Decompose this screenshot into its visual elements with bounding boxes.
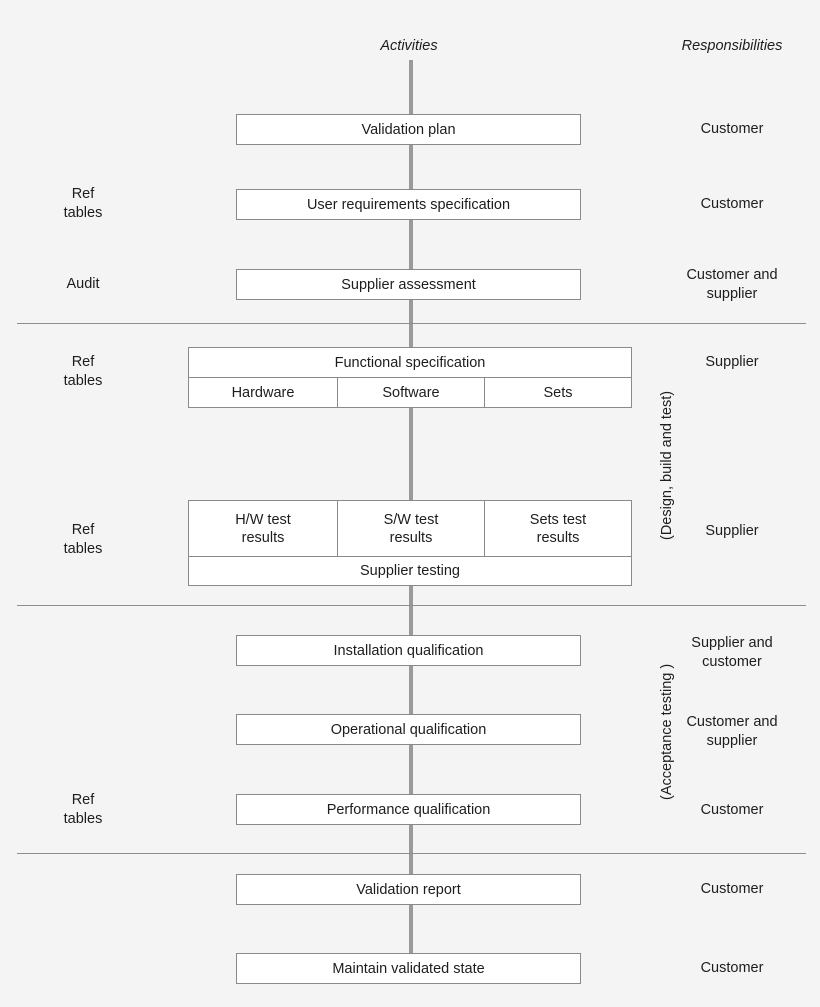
- section-divider: [17, 605, 806, 606]
- flow-spine-segment: [409, 405, 413, 500]
- flow-spine-segment: [409, 903, 413, 953]
- responsibility-functional-specification: Supplier: [705, 354, 759, 370]
- responsibility-maintain-validated-state: Customer: [700, 960, 764, 976]
- supplier-testing-title-row: Supplier testing: [189, 556, 631, 585]
- activity-box-validation-plan[interactable]: Validation plan: [236, 114, 581, 145]
- activity-box-supplier-assessment[interactable]: Supplier assessment: [236, 269, 581, 300]
- responsibility-validation-report: Customer: [700, 881, 764, 897]
- flow-spine-segment: [409, 584, 413, 635]
- section-divider: [17, 323, 806, 324]
- responsibilities-column-heading: Responsibilities: [681, 38, 783, 54]
- subcell-hardware[interactable]: Hardware: [189, 378, 337, 407]
- left-note-supplier-assessment: Audit: [66, 276, 100, 292]
- responsibility-performance-qualification: Customer: [700, 802, 764, 818]
- responsibility-validation-plan: Customer: [700, 121, 764, 137]
- phase-label-design-build-test: (Design, build and test): [659, 390, 675, 540]
- responsibility-supplier-testing: Supplier: [705, 523, 759, 539]
- activity-box-user-requirements-specification[interactable]: User requirements specification: [236, 189, 581, 220]
- activity-box-installation-qualification[interactable]: Installation qualification: [236, 635, 581, 666]
- flow-spine-segment: [409, 744, 413, 794]
- flow-spine-segment: [409, 824, 413, 874]
- functional-specification-title-row: Functional specification: [189, 348, 631, 377]
- section-divider: [17, 853, 806, 854]
- flow-spine-segment: [409, 665, 413, 715]
- activity-box-performance-qualification[interactable]: Performance qualification: [236, 794, 581, 825]
- subcell-software[interactable]: Software: [337, 378, 484, 407]
- subcell-sets[interactable]: Sets: [484, 378, 631, 407]
- responsibility-user-requirements-specification: Customer: [700, 196, 764, 212]
- activity-box-maintain-validated-state[interactable]: Maintain validated state: [236, 953, 581, 984]
- activity-box-validation-report[interactable]: Validation report: [236, 874, 581, 905]
- functional-specification-subcell-row: Hardware Software Sets: [189, 377, 631, 407]
- activity-box-supplier-testing[interactable]: Supplier testing: [189, 557, 631, 585]
- activity-box-operational-qualification[interactable]: Operational qualification: [236, 714, 581, 745]
- activity-box-functional-specification[interactable]: Functional specification: [189, 348, 631, 377]
- activities-column-heading: Activities: [380, 38, 438, 54]
- activity-group-functional-specification[interactable]: Functional specification Hardware Softwa…: [188, 347, 632, 408]
